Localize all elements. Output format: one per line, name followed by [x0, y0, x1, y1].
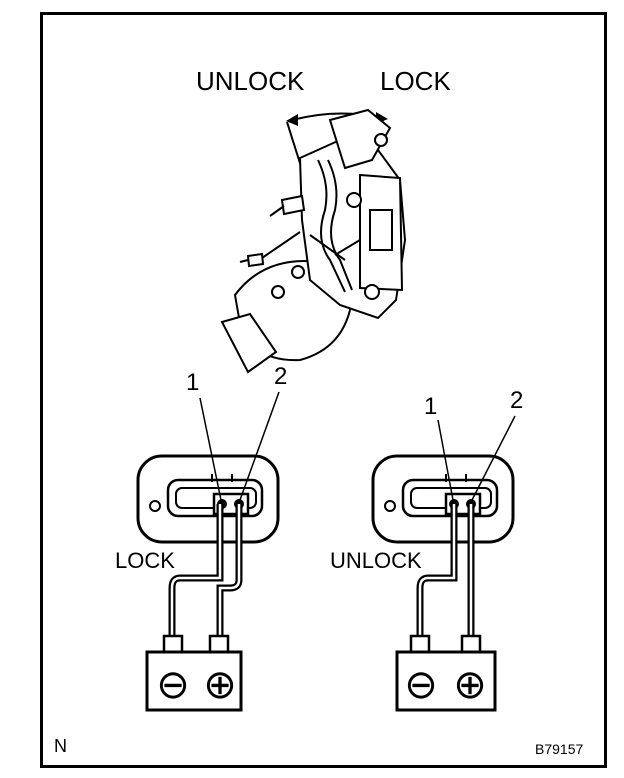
lock-label: LOCK	[380, 66, 451, 96]
left-mount-hole	[149, 500, 161, 512]
right-plus-icon: ⊕	[453, 663, 487, 707]
corner-letter: N	[54, 736, 67, 756]
left-minus-icon: ⊖	[156, 663, 190, 707]
right-mode-label: UNLOCK	[330, 548, 422, 573]
figure-code: B79157	[535, 741, 583, 757]
left-connector: 1 2 LOCK	[115, 363, 287, 640]
right-minus-icon: ⊖	[404, 663, 438, 707]
arrow-head-left	[286, 114, 298, 126]
left-mode-label: LOCK	[115, 548, 175, 573]
right-mount-hole	[384, 500, 396, 512]
left-plus-icon: ⊕	[203, 663, 237, 707]
unlock-label: UNLOCK	[196, 66, 305, 96]
right-battery: ⊖ ⊕	[395, 634, 497, 712]
left-battery-body	[145, 650, 243, 712]
right-connector: 1 2 UNLOCK	[330, 387, 523, 640]
right-pin1-label: 1	[424, 393, 437, 420]
door-lock-assembly	[220, 108, 407, 374]
right-pin2-label: 2	[510, 387, 523, 414]
left-battery: ⊖ ⊕	[145, 634, 243, 712]
left-pin1-label: 1	[186, 369, 199, 396]
left-pin2-label: 2	[274, 363, 287, 390]
right-battery-body	[395, 650, 497, 712]
diagram-frame	[40, 12, 607, 768]
